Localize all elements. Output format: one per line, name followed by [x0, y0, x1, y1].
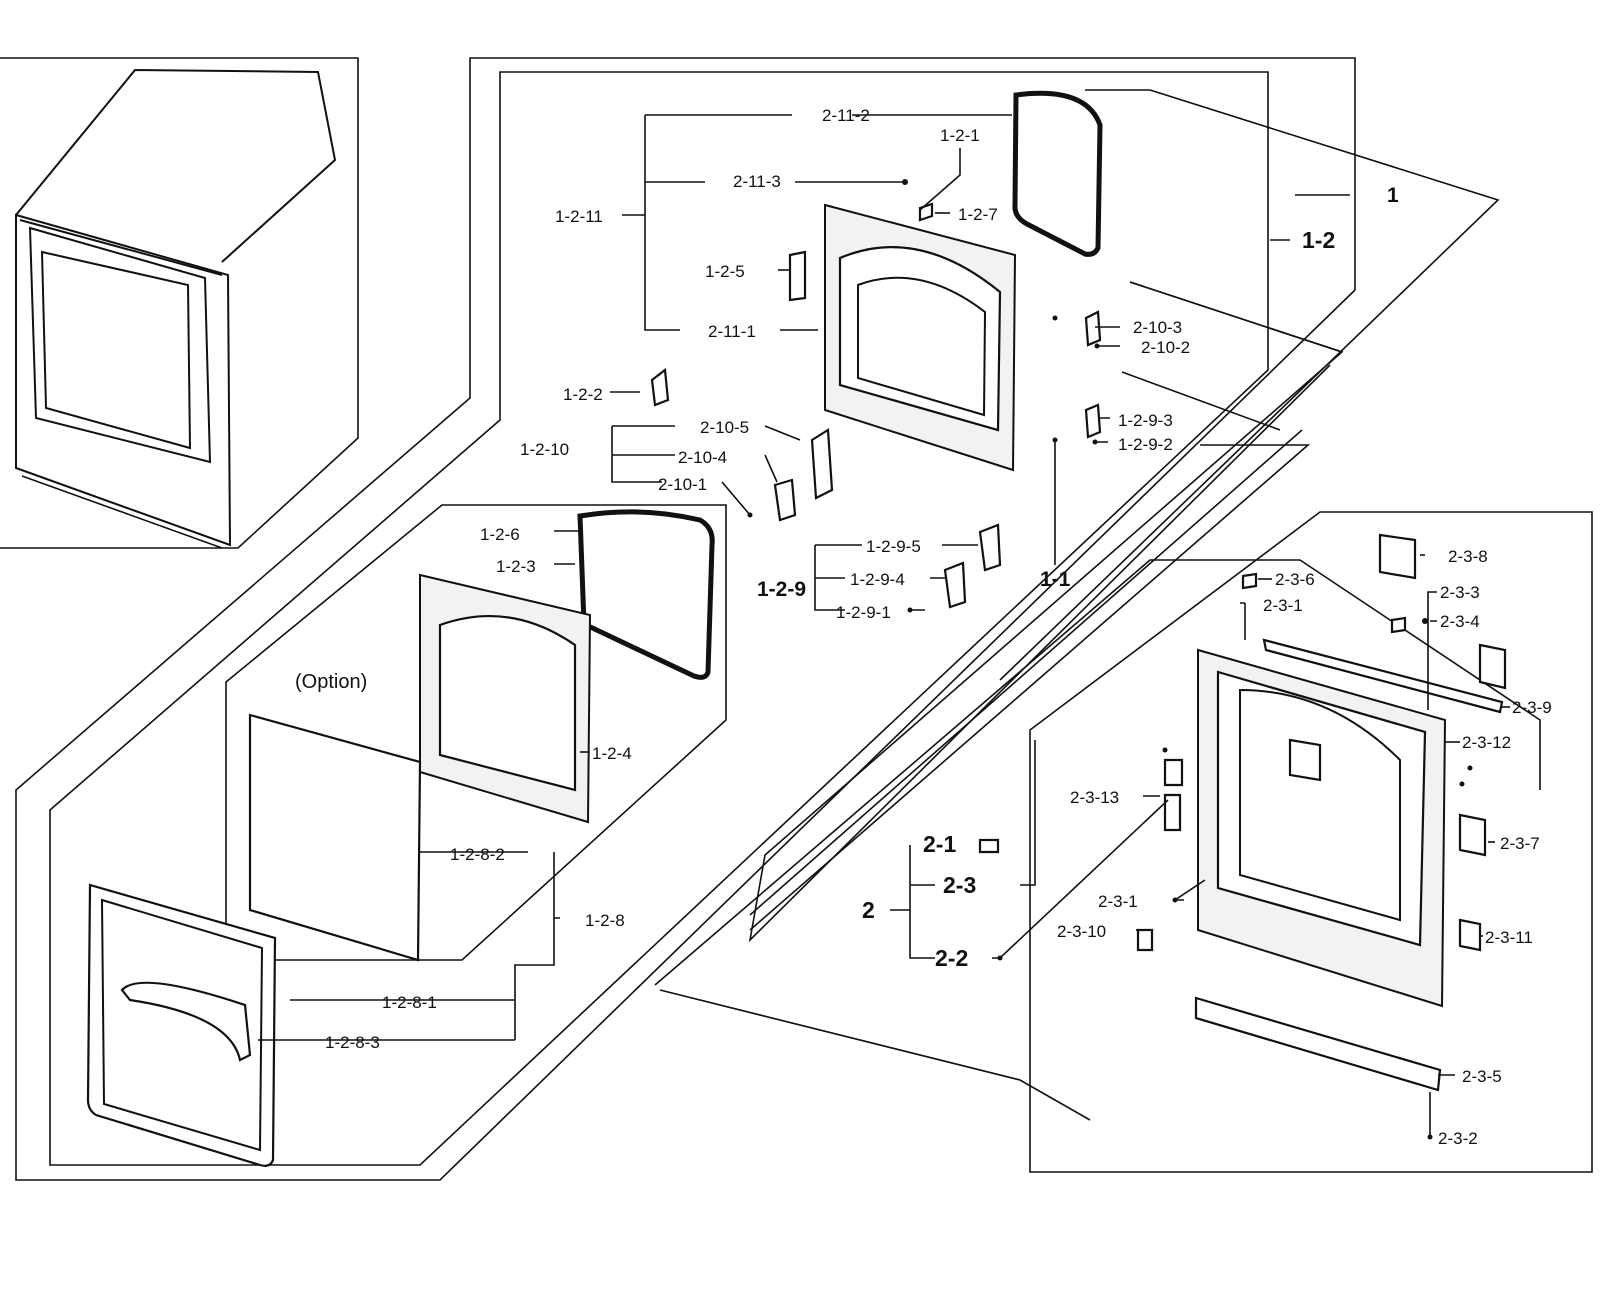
label-2-3-2: 2-3-2	[1438, 1129, 1478, 1148]
label-2-3-1-bottom: 2-3-1	[1098, 892, 1138, 911]
label-2-10-1: 2-10-1	[658, 475, 707, 494]
label-2-3-9: 2-3-9	[1512, 698, 1552, 717]
label-2-10-3: 2-10-3	[1133, 318, 1182, 337]
label-1-2-3: 1-2-3	[496, 557, 536, 576]
door-option-assembly	[86, 509, 715, 1167]
label-option: (Option)	[295, 671, 367, 693]
group-outlines	[748, 89, 1500, 943]
label-2-3-3: 2-3-3	[1440, 583, 1480, 602]
label-2-1: 2-1	[923, 831, 956, 857]
part-labels: 2-11-2 1-2-1 2-11-3 1-2-7 1-2-11 1-2-5 2…	[295, 106, 1552, 1148]
label-1-2-11: 1-2-11	[555, 207, 603, 226]
leader-lines	[258, 114, 1510, 1137]
label-2-3-7: 2-3-7	[1500, 834, 1540, 853]
label-2-3: 2-3	[943, 872, 976, 898]
label-2-3-11: 2-3-11	[1485, 928, 1533, 947]
label-1-2-5: 1-2-5	[705, 262, 745, 281]
label-2-3-5: 2-3-5	[1462, 1067, 1502, 1086]
panel-assembly	[978, 533, 1507, 1092]
label-1-2-7: 1-2-7	[958, 205, 998, 224]
label-2-10-2: 2-10-2	[1141, 338, 1190, 357]
label-2-3-10: 2-3-10	[1057, 922, 1106, 941]
dryer-overview	[15, 68, 337, 549]
door-outer-assembly	[650, 90, 1103, 609]
label-1-2-9-1: 1-2-9-1	[836, 603, 891, 622]
label-1-2-2: 1-2-2	[563, 385, 603, 404]
label-2-11-2: 2-11-2	[822, 106, 870, 125]
label-2-3-4: 2-3-4	[1440, 612, 1480, 631]
label-1-2-9-5: 1-2-9-5	[866, 537, 921, 556]
label-1-2-1: 1-2-1	[940, 126, 980, 145]
panel-outlines	[0, 57, 1593, 1181]
label-2-3-1-top: 2-3-1	[1263, 596, 1303, 615]
label-1-1: 1-1	[1040, 568, 1071, 591]
label-2-3-6: 2-3-6	[1275, 570, 1315, 589]
label-2-3-12: 2-3-12	[1462, 733, 1511, 752]
label-1-2-9-4: 1-2-9-4	[850, 570, 905, 589]
label-1-2-8: 1-2-8	[585, 911, 625, 930]
label-1-2-10: 1-2-10	[520, 440, 569, 459]
label-2-11-1: 2-11-1	[708, 322, 756, 341]
label-2-3-13: 2-3-13	[1070, 788, 1119, 807]
label-2-10-5: 2-10-5	[700, 418, 749, 437]
label-2-10-4: 2-10-4	[678, 448, 727, 467]
label-2: 2	[862, 897, 875, 923]
label-1-2-9-2: 1-2-9-2	[1118, 435, 1173, 454]
label-2-11-3: 2-11-3	[733, 172, 781, 191]
fastener-dots	[747, 179, 1473, 1140]
label-2-2: 2-2	[935, 945, 968, 971]
label-1-2-9-3: 1-2-9-3	[1118, 411, 1173, 430]
label-1-2: 1-2	[1302, 227, 1335, 253]
label-1-2-8-1: 1-2-8-1	[382, 993, 437, 1012]
label-1: 1	[1387, 184, 1399, 207]
label-1-2-9: 1-2-9	[757, 578, 806, 601]
label-1-2-4: 1-2-4	[592, 744, 632, 763]
label-1-2-8-3: 1-2-8-3	[325, 1033, 380, 1052]
label-1-2-6: 1-2-6	[480, 525, 520, 544]
label-2-3-8: 2-3-8	[1448, 547, 1488, 566]
label-1-2-8-2: 1-2-8-2	[450, 845, 505, 864]
